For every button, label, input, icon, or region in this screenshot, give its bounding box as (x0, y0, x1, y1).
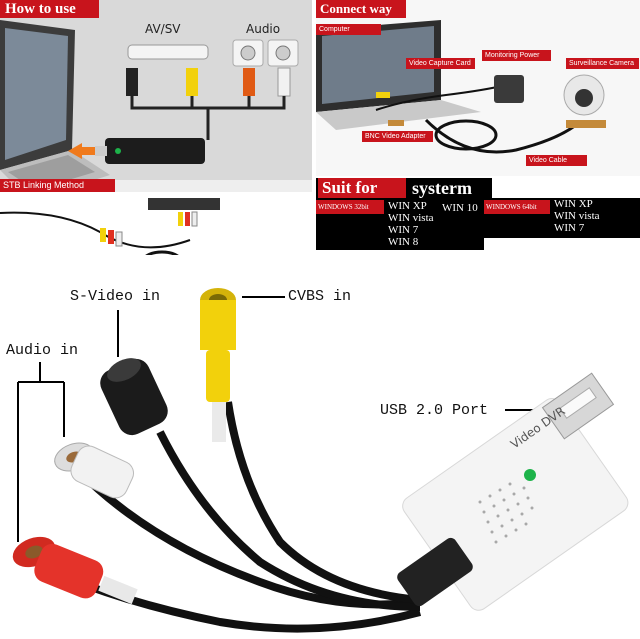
systerm-title: systerm (412, 178, 472, 198)
how-to-use-illustration (0, 0, 312, 255)
stb-linking-label: STB Linking Method (0, 179, 115, 192)
how-to-use-title: How to use (0, 0, 99, 18)
avsv-label: AV/SV (145, 22, 181, 36)
computer-label: Computer (316, 24, 381, 35)
monitoring-power-label: Monitoring Power (482, 50, 551, 61)
video-cable-label: Video Cable (526, 155, 587, 166)
win64-item-3: WIN 7 (554, 222, 585, 234)
bnc-adapter-label: BNC Video Adapter (362, 131, 433, 142)
connect-way-title: Connect way (316, 0, 406, 18)
capture-card-label: Video Capture Card (406, 58, 475, 69)
win32-item-1: WIN XP (388, 200, 427, 212)
usb-connector (541, 372, 615, 440)
win32-item-2: WIN vista (388, 212, 434, 224)
cvbs-connector (200, 288, 236, 442)
suit-for-panel: Suit for systerm WINDOWS 32bit WIN XP WI… (316, 178, 640, 256)
win64-label: WINDOWS 64bit (484, 200, 550, 214)
vent-dots (478, 482, 534, 544)
audio-red-connector (12, 536, 138, 605)
win64-item-1: WIN XP (554, 198, 593, 210)
cvbs-label: CVBS in (288, 288, 352, 305)
svideo-connector (100, 358, 168, 436)
suit-for-title: Suit for (318, 178, 406, 198)
win32-item-3: WIN 7 (388, 224, 419, 236)
win32-item-4: WIN 8 (388, 236, 419, 248)
usb-port-label: USB 2.0 Port (380, 402, 489, 419)
connect-way-panel: Connect way Computer Video Capture Card … (316, 0, 640, 176)
product-panel: S-Video in CVBS in Audio in USB 2.0 Port… (0, 262, 640, 639)
how-to-use-panel: How to use AV/SV Audio STB Linking Metho… (0, 0, 312, 255)
win64-item-2: WIN vista (554, 210, 600, 222)
audio-white-connector (54, 442, 135, 499)
surveillance-camera-label: Surveillance Camera (566, 58, 639, 69)
audio-label: Audio (246, 22, 281, 36)
win32-label: WINDOWS 32bit (316, 200, 384, 214)
audio-in-label: Audio in (6, 342, 79, 359)
video-dvr-product-image (12, 288, 629, 633)
dvr-device-body (397, 398, 629, 611)
connect-way-illustration (316, 20, 606, 154)
svideo-label: S-Video in (70, 288, 161, 305)
win10-item: WIN 10 (442, 202, 478, 214)
